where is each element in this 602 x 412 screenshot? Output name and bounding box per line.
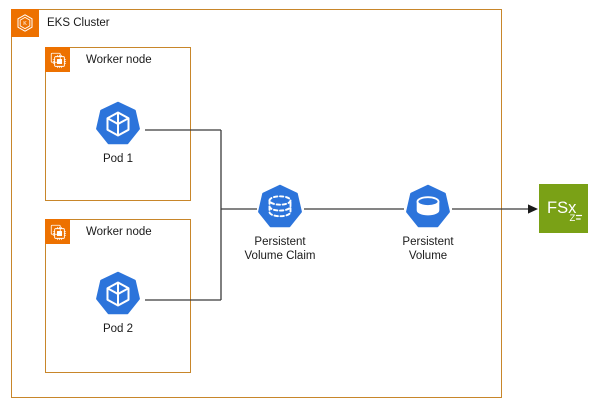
kubernetes-pvc-icon (258, 184, 302, 228)
svg-text:K: K (23, 21, 27, 27)
amazon-fsx-icon: FSx Z (539, 184, 588, 233)
worker-node-icon (45, 47, 70, 72)
group-label-worker-node-2: Worker node (86, 226, 152, 238)
fsx-subscript: Z (569, 213, 575, 224)
group-worker-node-1 (45, 47, 191, 201)
node-persistent-volume: Persistent Volume (368, 183, 488, 263)
group-label-eks-cluster: EKS Cluster (47, 17, 110, 29)
kubernetes-pod-icon (96, 271, 140, 315)
kubernetes-pod-icon (96, 101, 140, 145)
fsx-wordmark: FSx (547, 199, 577, 217)
node-pod-1: Pod 1 (58, 100, 178, 167)
group-label-worker-node-1: Worker node (86, 54, 152, 66)
worker-node-icon (45, 219, 70, 244)
group-worker-node-2 (45, 219, 191, 373)
node-label-pod-1: Pod 1 (102, 153, 134, 165)
node-label-persistent-volume-claim: Persistent Volume Claim (244, 236, 316, 262)
node-label-persistent-volume: Persistent Volume (402, 236, 454, 262)
node-persistent-volume-claim: Persistent Volume Claim (220, 183, 340, 263)
group-eks-cluster (11, 9, 502, 398)
node-pod-2: Pod 2 (58, 270, 178, 337)
kubernetes-pv-icon (406, 184, 450, 228)
node-label-pod-2: Pod 2 (102, 323, 134, 335)
eks-cluster-icon: K (11, 9, 39, 37)
